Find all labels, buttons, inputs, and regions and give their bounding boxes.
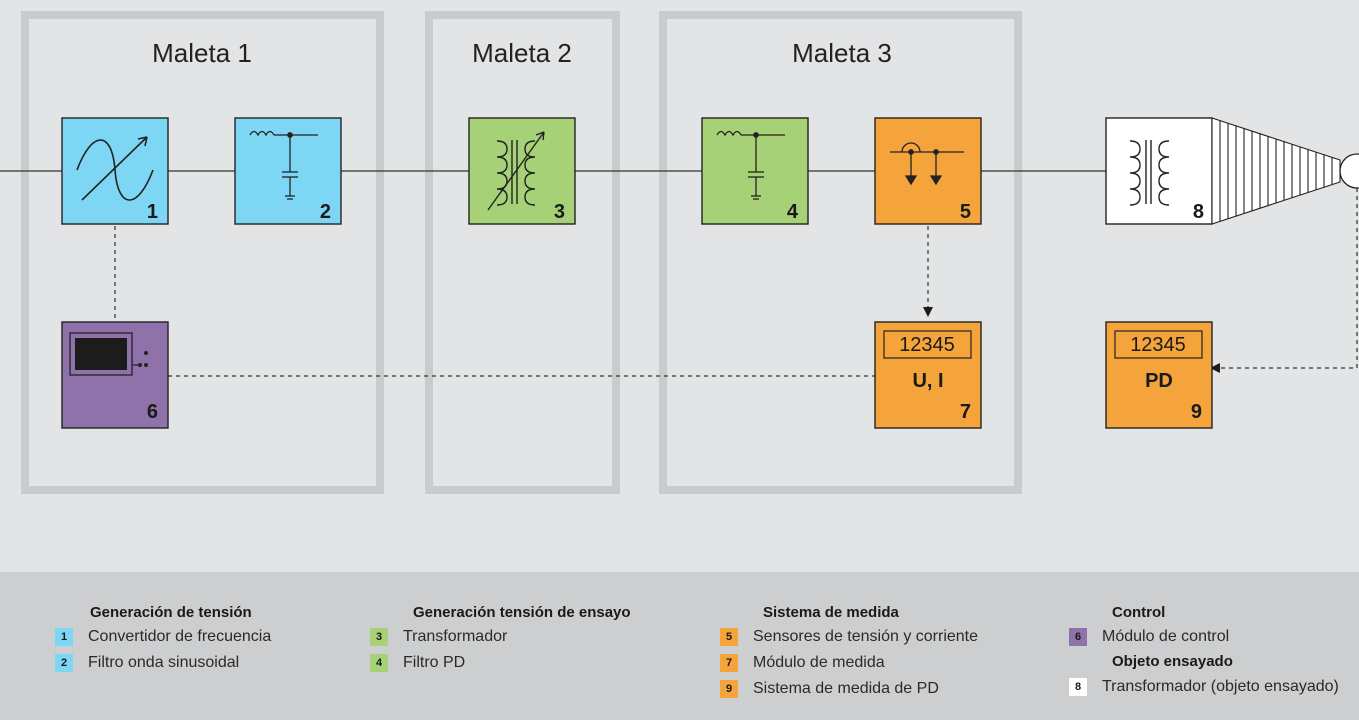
legend-item: 3 Transformador <box>363 624 631 650</box>
legend-group-test-voltage: Generación tensión de ensayo 3 Transform… <box>363 602 631 676</box>
legend-number-badge: 2 <box>55 654 73 672</box>
case-1: Maleta 1 <box>21 11 384 494</box>
legend-group-measurement: Sistema de medida 5 Sensores de tensión … <box>713 602 978 702</box>
legend-number-badge: 6 <box>1069 628 1087 646</box>
block-7-measurement-module: 12345 U, I 7 <box>874 321 982 429</box>
block-4-pd-filter: 4 <box>701 117 809 225</box>
legend-group-title: Generación de tensión <box>90 604 252 621</box>
block-7-display: 12345 <box>899 334 955 356</box>
display-box <box>1114 330 1203 359</box>
lc-filter-icon <box>716 130 785 200</box>
legend-item: 4 Filtro PD <box>363 650 631 676</box>
legend-item: 5 Sensores de tensión y corriente <box>713 624 978 650</box>
display-box <box>883 330 972 359</box>
legend-number-badge: 1 <box>55 628 73 646</box>
legend-item: 7 Módulo de medida <box>713 650 978 676</box>
block-9-pd-measurement: 12345 PD 9 <box>1105 321 1213 429</box>
case-3-label: Maleta 3 <box>792 38 892 68</box>
legend-item: 6 Módulo de control <box>1062 624 1359 650</box>
frequency-converter-icon <box>76 136 154 201</box>
legend: Generación de tensión 1 Convertidor de f… <box>0 572 1359 720</box>
legend-group-control: Control 6 Módulo de control Objeto ensay… <box>1062 602 1359 700</box>
block-1-number: 1 <box>147 201 158 223</box>
control-panel-icon <box>69 332 148 376</box>
block-8-test-object: 8 <box>1105 117 1213 225</box>
cable-cone <box>1211 117 1359 225</box>
legend-item: 1 Convertidor de frecuencia <box>48 624 271 650</box>
legend-number-badge: 5 <box>720 628 738 646</box>
case-2: Maleta 2 <box>425 11 620 494</box>
legend-item-text: Módulo de medida <box>753 654 885 671</box>
legend-subgroup-title: Objeto ensayado <box>1112 653 1233 670</box>
termination-circle <box>1339 153 1359 189</box>
block-9-number: 9 <box>1191 401 1202 423</box>
legend-number-badge: 3 <box>370 628 388 646</box>
legend-item-text: Sistema de medida de PD <box>753 680 939 697</box>
block-2-sine-filter: 2 <box>234 117 342 225</box>
legend-number-badge: 7 <box>720 654 738 672</box>
legend-item-text: Convertidor de frecuencia <box>88 628 272 645</box>
block-3-number: 3 <box>554 201 565 223</box>
variable-transformer-icon <box>487 131 545 211</box>
case-2-label: Maleta 2 <box>472 38 572 68</box>
legend-item: 2 Filtro onda sinusoidal <box>48 650 271 676</box>
block-6-number: 6 <box>147 401 158 423</box>
block-7-number: 7 <box>960 401 971 423</box>
legend-number-badge: 8 <box>1069 678 1087 696</box>
legend-item: 9 Sistema de medida de PD <box>713 676 978 702</box>
legend-number-badge: 9 <box>720 680 738 698</box>
block-2-number: 2 <box>320 201 331 223</box>
block-5-sensors: 5 <box>874 117 982 225</box>
legend-group-title: Generación tensión de ensayo <box>413 604 631 621</box>
legend-item-text: Transformador (objeto ensayado) <box>1102 678 1339 695</box>
block-5-number: 5 <box>960 201 971 223</box>
case-1-label: Maleta 1 <box>152 38 252 68</box>
block-4-number: 4 <box>787 201 799 223</box>
block-8-number: 8 <box>1193 201 1204 223</box>
sensor-icon <box>890 142 964 186</box>
legend-group-title: Sistema de medida <box>763 604 899 621</box>
block-6-control-module: 6 <box>61 321 169 429</box>
lc-filter-icon <box>249 130 318 200</box>
case-3: Maleta 3 <box>659 11 1022 494</box>
dashed-connections <box>114 188 1358 377</box>
legend-number-badge: 4 <box>370 654 388 672</box>
block-7-label: U, I <box>912 370 943 392</box>
block-3-transformer: 3 <box>468 117 576 225</box>
legend-group-title: Control <box>1112 604 1166 621</box>
legend-item: 8 Transformador (objeto ensayado) <box>1062 674 1359 700</box>
block-1-frequency-converter: 1 <box>61 117 169 225</box>
legend-item-text: Filtro onda sinusoidal <box>88 654 240 671</box>
diagram-canvas: Maleta 1 Maleta 2 Maleta 3 1 <box>0 11 1359 494</box>
block-9-label: PD <box>1145 370 1173 392</box>
legend-group-voltage-generation: Generación de tensión 1 Convertidor de f… <box>48 602 271 676</box>
legend-item-text: Sensores de tensión y corriente <box>753 628 979 645</box>
legend-item-text: Módulo de control <box>1102 628 1230 645</box>
block-9-display: 12345 <box>1130 334 1186 356</box>
legend-item-text: Filtro PD <box>403 654 466 671</box>
legend-item-text: Transformador <box>403 628 508 645</box>
transformer-icon <box>1129 140 1170 206</box>
